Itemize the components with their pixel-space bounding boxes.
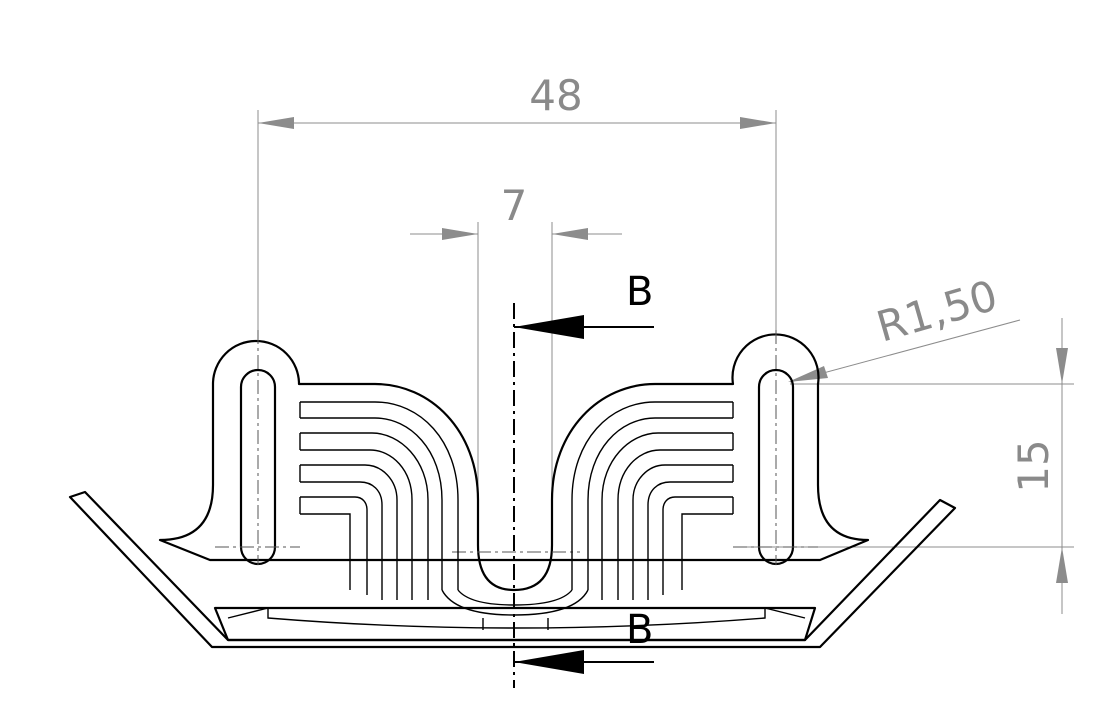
dimension-48-label: 48 bbox=[529, 71, 582, 120]
left-channels bbox=[299, 401, 459, 600]
dimension-15-label: 15 bbox=[1009, 439, 1058, 492]
dimension-48: 48 bbox=[257, 71, 777, 340]
dimension-15: 15 bbox=[735, 318, 1074, 614]
dimension-radius-label: R1,50 bbox=[871, 271, 1002, 352]
dimension-7-label: 7 bbox=[501, 181, 528, 230]
base-tray bbox=[68, 490, 957, 649]
right-channels bbox=[571, 401, 734, 600]
section-label-top: B bbox=[626, 269, 653, 315]
part-outline bbox=[68, 330, 957, 649]
section-label-bottom: B bbox=[626, 607, 653, 653]
dimension-radius: R1,50 bbox=[788, 271, 1021, 383]
section-line-b: B B bbox=[513, 269, 654, 688]
